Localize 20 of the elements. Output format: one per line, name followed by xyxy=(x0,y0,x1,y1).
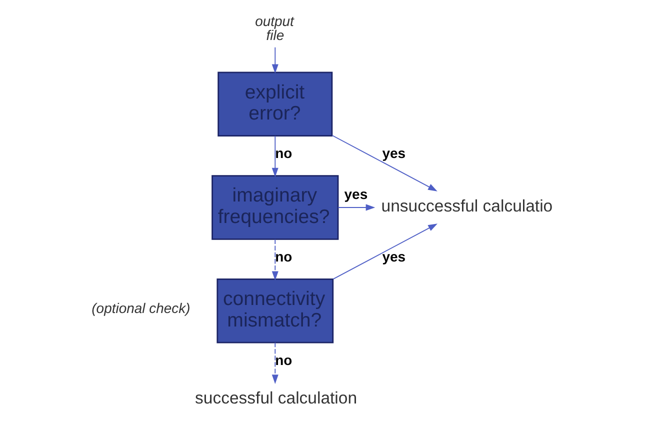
node-box: imaginary frequencies? xyxy=(212,175,339,240)
arrow xyxy=(332,224,438,280)
arrow xyxy=(332,134,438,192)
node-text: unsuccessful calculatio xyxy=(381,196,553,216)
edge-label: yes xyxy=(344,186,368,202)
node-box: explicit error? xyxy=(218,72,333,136)
edge-label: no xyxy=(275,145,292,162)
arrow xyxy=(272,46,278,74)
arrow xyxy=(272,136,278,178)
node-text: successful calculation xyxy=(195,388,358,408)
edge-label: no xyxy=(275,248,292,264)
edge-label: yes xyxy=(382,248,406,264)
arrow xyxy=(272,238,278,281)
node-label: (optional check) xyxy=(92,300,190,316)
edge-label: yes xyxy=(382,145,406,162)
node-text: output file xyxy=(255,12,294,43)
arrow xyxy=(338,204,376,211)
edge-label: no xyxy=(275,352,292,368)
node-box: connectivity mismatch? xyxy=(216,278,334,344)
arrow xyxy=(272,342,278,384)
